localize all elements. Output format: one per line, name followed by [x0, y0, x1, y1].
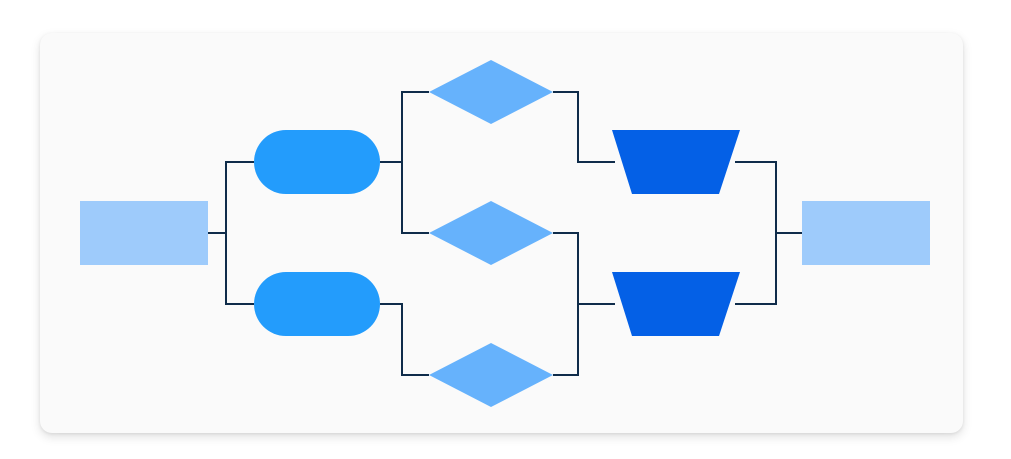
decision-middle-diamond — [429, 201, 553, 265]
connector-merge-bracket — [735, 161, 777, 305]
connector-decision-top — [553, 91, 615, 163]
output-box — [802, 201, 930, 265]
connector-decision-middle — [553, 232, 579, 376]
merge-top-trapezoid — [612, 130, 740, 194]
connector-left-bracket — [225, 161, 254, 305]
process-top-pill — [254, 130, 380, 194]
connector-process-bottom — [380, 303, 429, 376]
connector-process-top-bracket — [401, 91, 429, 234]
decision-bottom-diamond — [429, 343, 553, 407]
process-bottom-pill — [254, 272, 380, 336]
connectors — [208, 91, 802, 376]
decision-top-diamond — [429, 60, 553, 124]
input-box — [80, 201, 208, 265]
merge-bottom-trapezoid — [612, 272, 740, 336]
